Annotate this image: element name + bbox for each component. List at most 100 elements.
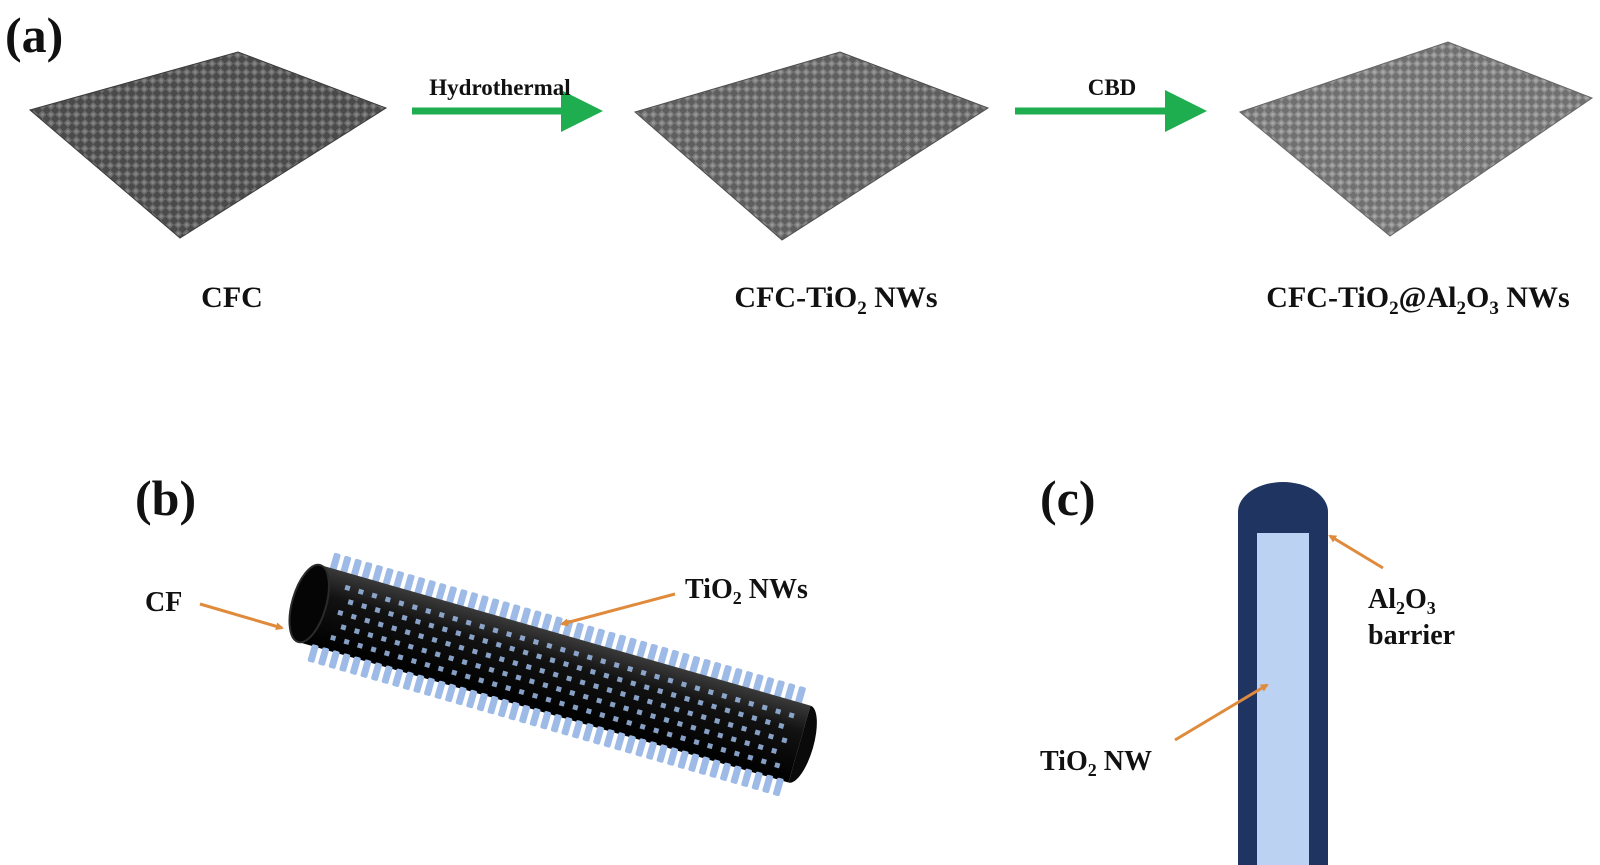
- nanowire: [446, 586, 457, 605]
- nanowire-tip: [603, 672, 610, 679]
- nanowire-dots: [330, 584, 795, 769]
- nanowire-tip: [748, 700, 755, 707]
- nanowire: [455, 686, 467, 706]
- nanowire-tip: [474, 662, 482, 670]
- nanowire: [730, 765, 742, 784]
- nanowire: [614, 732, 626, 751]
- nanowire-tip: [737, 711, 745, 718]
- al2o3-pointer: [1328, 534, 1384, 570]
- nanowire: [445, 683, 456, 703]
- panel-a: (a) Hydrothermal CBD CFC CFC-TiO2 NWs CF…: [5, 7, 1594, 319]
- cfc-sheet: [28, 51, 388, 239]
- nanowire: [339, 653, 351, 672]
- nanowire-tip: [398, 600, 405, 607]
- nanowire-tip: [582, 693, 589, 700]
- nanowire-tip: [495, 641, 502, 648]
- nanowire-tip: [706, 742, 714, 750]
- nanowire: [435, 583, 447, 602]
- nanowire-tip: [357, 588, 365, 595]
- nanowire-tip: [350, 613, 357, 620]
- carbon-fiber-with-nanowires: [288, 552, 817, 797]
- nanowire-tip: [488, 666, 495, 673]
- nanowire-tip: [380, 635, 387, 643]
- nanowire-tip: [542, 682, 549, 689]
- nanowire: [540, 711, 552, 730]
- nanowire-tip: [667, 677, 674, 684]
- nanowire-tip: [401, 614, 408, 621]
- nanowire: [593, 726, 604, 745]
- nanowire-tip: [377, 621, 384, 628]
- nanowire-tip: [501, 670, 509, 677]
- nanowire-tip: [693, 739, 700, 746]
- panel-b-label: (b): [135, 470, 196, 526]
- nanowire-tip: [640, 669, 647, 676]
- nanowire-tip: [613, 662, 620, 669]
- nanowire-tip: [627, 665, 634, 673]
- nanowire: [656, 744, 668, 763]
- nanowire-tip: [555, 686, 562, 693]
- nanowire-tip: [353, 628, 361, 635]
- hydrothermal-label: Hydrothermal: [429, 75, 570, 100]
- nanowire: [657, 646, 669, 666]
- panel-c-label: (c): [1040, 470, 1096, 526]
- tio2-nw-pointer: [1174, 683, 1269, 742]
- nanowire-tip: [775, 708, 782, 715]
- nanowire: [477, 595, 489, 614]
- nanowire-tip: [573, 650, 580, 657]
- nanowire: [594, 628, 605, 647]
- nanowire-tip: [646, 698, 653, 705]
- nanowire: [424, 677, 435, 697]
- panel-c: (c) Al2O3 barrier TiO2 NW: [1040, 470, 1455, 865]
- nanowire-tip: [549, 657, 556, 664]
- nanowire: [763, 677, 775, 696]
- nanowire-tip: [761, 704, 768, 711]
- barrier-label: barrier: [1368, 620, 1455, 651]
- nanowire-tip: [653, 727, 660, 734]
- nanowire: [615, 634, 627, 654]
- nanowire-tip: [370, 646, 377, 653]
- nanowire: [668, 649, 679, 669]
- nanowire-tip: [498, 656, 505, 663]
- nanowire-tip: [452, 615, 459, 622]
- nanowire-tip: [653, 673, 661, 680]
- nanowire-tip: [633, 694, 640, 701]
- nanowire: [572, 720, 583, 739]
- nanowire: [710, 662, 722, 681]
- nanowire: [677, 750, 689, 769]
- nanowire-tip: [733, 750, 740, 757]
- nanowire-tip: [781, 737, 788, 744]
- nanowire-tip: [431, 636, 438, 644]
- nanowire: [381, 665, 393, 684]
- nanowire-tip: [361, 603, 368, 610]
- nanowire-tip: [367, 632, 374, 639]
- nanowire-tip: [518, 688, 525, 696]
- nanowire: [667, 747, 678, 766]
- nanowire-tip: [606, 687, 613, 694]
- nanowire-tip: [478, 623, 486, 630]
- nanowire-tip: [532, 638, 539, 646]
- cfc-tio2-al2o3-caption: CFC-TiO2@Al2O3 NWs: [1266, 281, 1569, 319]
- nanowire: [530, 610, 542, 629]
- nanowire-tip: [461, 659, 468, 666]
- nanowire-tip: [774, 762, 781, 769]
- nanowire-tip: [387, 610, 395, 618]
- nanowire-tip: [428, 622, 435, 629]
- al2o3-label: Al2O3: [1368, 584, 1436, 618]
- nanowire-tip: [471, 648, 478, 655]
- nanowire: [520, 607, 531, 626]
- nanowire: [721, 665, 732, 684]
- nanowire-tip: [404, 629, 411, 636]
- nanowire: [487, 695, 499, 715]
- nanowire: [688, 753, 700, 772]
- nanowire-tip: [340, 624, 347, 631]
- nanowire-tip: [397, 654, 404, 661]
- nanowire: [413, 674, 425, 693]
- nanowire-tip: [482, 637, 489, 645]
- cfc-tio2-al2o3-sheet: [1238, 41, 1594, 237]
- nanowire-tip: [596, 697, 603, 704]
- nanowire-tip: [384, 596, 391, 603]
- nanowire: [414, 577, 426, 596]
- nanowire-tip: [448, 655, 455, 662]
- nanowire-tip: [592, 683, 600, 690]
- nanowire: [772, 777, 784, 797]
